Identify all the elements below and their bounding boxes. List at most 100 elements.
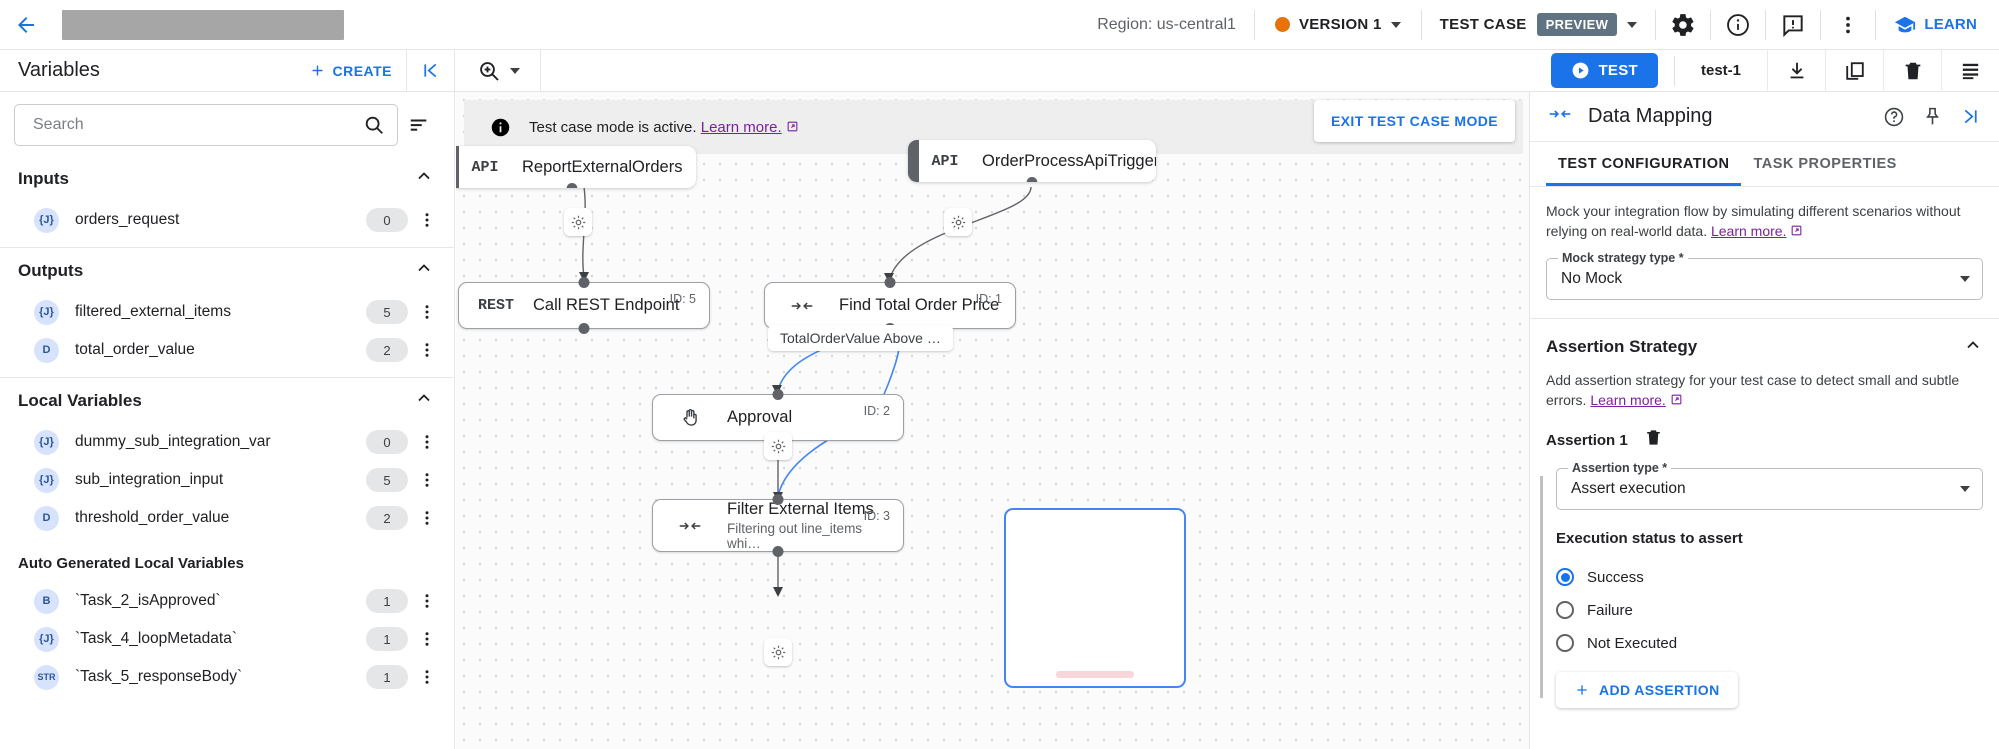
node-port-bottom[interactable] — [1026, 177, 1038, 182]
plus-icon — [1577, 685, 1587, 695]
zoom-control[interactable] — [455, 49, 541, 92]
add-assertion-button[interactable]: ADD ASSERTION — [1556, 672, 1738, 709]
node-port-bottom[interactable] — [578, 323, 590, 334]
learn-more-link[interactable]: Learn more. — [1590, 391, 1666, 408]
copy-icon[interactable] — [1825, 49, 1883, 92]
radio-button[interactable] — [1556, 634, 1574, 653]
list-item[interactable]: {J} filtered_external_items 5 — [0, 293, 454, 331]
pin-icon[interactable] — [1913, 95, 1951, 139]
radio-button[interactable] — [1556, 568, 1574, 587]
list-item[interactable]: {J} `Task_4_loopMetadata` 1 — [0, 620, 454, 658]
delete-icon[interactable] — [1644, 428, 1663, 452]
edge-gear-icon[interactable] — [564, 208, 592, 236]
chevron-down-icon — [1390, 21, 1401, 28]
node-port-top[interactable] — [578, 277, 590, 288]
list-item[interactable]: {J} sub_integration_input 5 — [0, 461, 454, 499]
flow-node-selected-card[interactable] — [1004, 508, 1186, 688]
assertion-type-select[interactable]: Assertion type * Assert execution — [1556, 461, 1983, 511]
flow-node-order-process-api-trigger[interactable]: API OrderProcessApiTrigger — [908, 140, 1156, 182]
chevron-down-icon — [1960, 275, 1970, 282]
version-selector[interactable]: VERSION 1 — [1255, 16, 1421, 33]
group-title: Outputs — [18, 260, 84, 280]
radio-button[interactable] — [1556, 601, 1574, 620]
node-port-top[interactable] — [772, 389, 784, 400]
school-icon — [1895, 16, 1916, 32]
zoom-in-icon — [480, 61, 499, 81]
expand-right-icon[interactable] — [1951, 95, 1989, 139]
assertion-strategy-body: Add assertion strategy for your test cas… — [1530, 360, 1999, 709]
test-case-mode-selector[interactable]: TEST CASE PREVIEW — [1422, 13, 1656, 36]
learn-more-link[interactable]: Learn more. — [700, 118, 782, 136]
more-vert-icon[interactable] — [414, 630, 440, 648]
node-type-icon: REST — [477, 297, 514, 314]
group-header-outputs[interactable]: Outputs — [0, 248, 454, 293]
list-item[interactable]: D threshold_order_value 2 — [0, 499, 454, 537]
create-variable-button[interactable]: CREATE — [309, 62, 406, 79]
group-header-auto-generated[interactable]: Auto Generated Local Variables — [0, 537, 454, 582]
more-vert-icon[interactable] — [414, 433, 440, 451]
chevron-down-icon — [1627, 21, 1638, 28]
learn-more-link[interactable]: Learn more. — [1710, 223, 1787, 240]
chevron-down-icon — [510, 67, 520, 74]
info-icon[interactable] — [1711, 0, 1765, 50]
list-item[interactable]: D total_order_value 2 — [0, 331, 454, 369]
more-vert-icon[interactable] — [414, 471, 440, 489]
exit-test-case-mode-button[interactable]: EXIT TEST CASE MODE — [1313, 100, 1515, 142]
more-vert-icon[interactable] — [414, 211, 440, 229]
flow-node-filter-external-items[interactable]: Filter External Items Filtering out line… — [652, 494, 904, 557]
node-title: Approval — [727, 408, 793, 426]
mock-strategy-type-select[interactable]: Mock strategy type * No Mock — [1546, 250, 1983, 300]
assertion-strategy-header[interactable]: Assertion Strategy — [1530, 319, 1999, 360]
learn-label: LEARN — [1924, 16, 1977, 33]
chevron-up-icon — [414, 388, 434, 413]
flow-node-call-rest-endpoint[interactable]: REST Call REST Endpoint ID: 5 — [458, 277, 710, 334]
radio-option-not-executed[interactable]: Not Executed — [1556, 631, 1983, 655]
more-vert-icon[interactable] — [414, 668, 440, 686]
group-header-inputs[interactable]: Inputs — [0, 156, 454, 201]
list-item[interactable]: STR `Task_5_responseBody` 1 — [0, 658, 454, 696]
execution-status-radio-group: Success Failure Not Executed — [1556, 565, 1983, 655]
sort-icon[interactable] — [398, 114, 440, 136]
collapse-left-icon[interactable] — [406, 49, 454, 92]
edge-gear-icon[interactable] — [944, 208, 972, 236]
tab-task-properties[interactable]: TASK PROPERTIES — [1753, 156, 1897, 172]
radio-option-success[interactable]: Success — [1556, 565, 1983, 589]
node-port-top[interactable] — [772, 494, 784, 505]
list-icon[interactable] — [1941, 49, 1999, 92]
more-vert-icon[interactable] — [414, 592, 440, 610]
flow-canvas[interactable]: Test case mode is active. Learn more. EX… — [456, 92, 1529, 749]
variable-name: sub_integration_input — [75, 471, 224, 488]
learn-button[interactable]: LEARN — [1876, 14, 1999, 36]
list-item[interactable]: {J} orders_request 0 — [0, 201, 454, 239]
flow-node-approval[interactable]: Approval ID: 2 — [652, 389, 904, 446]
delete-icon[interactable] — [1883, 49, 1941, 92]
back-arrow-icon[interactable] — [0, 0, 52, 50]
test-case-name[interactable]: test-1 — [1700, 62, 1741, 79]
more-vert-icon[interactable] — [414, 509, 440, 527]
node-port-top[interactable] — [884, 277, 896, 288]
flow-node-find-total-order-price[interactable]: Find Total Order Price ID: 1 — [764, 277, 1016, 334]
edge-gear-icon[interactable] — [764, 638, 792, 666]
search-input[interactable] — [31, 115, 363, 135]
variable-count: 2 — [366, 338, 408, 362]
node-port-bottom[interactable] — [772, 546, 784, 557]
search-box[interactable] — [14, 104, 398, 146]
feedback-icon[interactable] — [1766, 0, 1820, 50]
variable-name: `Task_5_responseBody` — [75, 668, 243, 685]
help-icon[interactable] — [1875, 95, 1913, 139]
node-port-bottom[interactable] — [566, 183, 578, 188]
download-icon[interactable] — [1767, 49, 1825, 92]
list-item[interactable]: B `Task_2_isApproved` 1 — [0, 582, 454, 620]
flow-node-report-external-orders[interactable]: API ReportExternalOrders — [456, 146, 696, 188]
more-vert-icon[interactable] — [1821, 0, 1875, 50]
radio-option-failure[interactable]: Failure — [1556, 598, 1983, 622]
more-vert-icon[interactable] — [414, 303, 440, 321]
list-item[interactable]: {J} dummy_sub_integration_var 0 — [0, 423, 454, 461]
gear-icon[interactable] — [1656, 0, 1710, 50]
group-header-local-variables[interactable]: Local Variables — [0, 378, 454, 423]
edge-condition-label[interactable]: TotalOrderValue Above … — [768, 325, 953, 351]
more-vert-icon[interactable] — [414, 341, 440, 359]
tab-test-configuration[interactable]: TEST CONFIGURATION — [1546, 142, 1742, 186]
test-button[interactable]: TEST — [1551, 53, 1658, 88]
edge-gear-icon[interactable] — [764, 432, 792, 460]
